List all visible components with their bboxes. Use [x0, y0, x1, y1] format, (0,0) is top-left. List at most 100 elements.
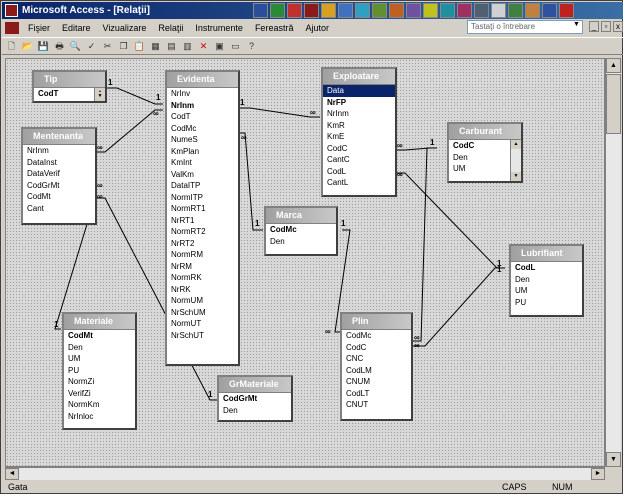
- app9-icon[interactable]: [525, 3, 540, 18]
- restore-button[interactable]: ▫: [601, 21, 611, 32]
- scroll-up-icon[interactable]: ▲: [606, 58, 621, 73]
- field[interactable]: CodMt: [68, 331, 93, 340]
- field[interactable]: NormZi: [68, 377, 95, 386]
- field[interactable]: ValKm: [171, 169, 194, 179]
- close-app-icon[interactable]: [559, 3, 574, 18]
- field[interactable]: CodL: [327, 166, 347, 176]
- field[interactable]: NumeS: [171, 135, 198, 144]
- app8-icon[interactable]: [508, 3, 523, 18]
- menu-item-ajutor[interactable]: Ajutor: [305, 22, 329, 33]
- scrollbar[interactable]: [510, 140, 521, 181]
- table-title[interactable]: Lubrifiant: [511, 246, 582, 261]
- app10-icon[interactable]: [542, 3, 557, 18]
- field[interactable]: UM: [515, 286, 528, 295]
- show-table-icon[interactable]: ▦: [151, 40, 160, 51]
- preview-icon[interactable]: 🔍: [69, 40, 82, 51]
- close-button[interactable]: x: [613, 21, 623, 32]
- horizontal-scrollbar[interactable]: ◄ ►: [5, 467, 605, 480]
- field[interactable]: KmPlan: [171, 146, 200, 156]
- delete-icon[interactable]: ✕: [199, 40, 208, 51]
- field[interactable]: NrInm: [171, 100, 195, 110]
- field[interactable]: NrRT1: [171, 215, 195, 225]
- field[interactable]: NrRK: [171, 284, 191, 294]
- outlook-icon[interactable]: [338, 3, 353, 18]
- table-materiale[interactable]: Materiale CodMt Den UM PU NormZi VerifZi…: [62, 312, 137, 430]
- app7-icon[interactable]: [491, 3, 506, 18]
- field[interactable]: CNC: [346, 354, 364, 363]
- field[interactable]: NrInm: [327, 109, 349, 118]
- menu-item-relatii[interactable]: Relaţii: [158, 22, 184, 33]
- save-icon[interactable]: 💾: [37, 40, 50, 51]
- show-all-icon[interactable]: ▥: [183, 40, 192, 51]
- table-title[interactable]: Exploatare: [323, 69, 395, 84]
- table-carburant[interactable]: Carburant CodC Den UM: [447, 122, 523, 183]
- paste-icon[interactable]: 📋: [133, 40, 146, 51]
- open-icon[interactable]: 📂: [21, 40, 34, 51]
- field[interactable]: CodL: [515, 263, 536, 272]
- menu-item-vizualizare[interactable]: Vizualizare: [102, 22, 147, 33]
- field[interactable]: DataITP: [171, 181, 201, 190]
- app5-icon[interactable]: [457, 3, 472, 18]
- scrollbar[interactable]: [94, 88, 105, 101]
- field[interactable]: CodT: [38, 89, 59, 98]
- field[interactable]: Den: [270, 236, 285, 246]
- field[interactable]: NormRT2: [171, 227, 206, 236]
- table-title[interactable]: Carburant: [449, 124, 521, 139]
- field[interactable]: NrFP: [327, 97, 347, 107]
- field[interactable]: NrRT2: [171, 238, 195, 248]
- field[interactable]: NormRT1: [171, 204, 206, 213]
- app3-icon[interactable]: [423, 3, 438, 18]
- table-grmateriale[interactable]: GrMateriale CodGrMt Den: [217, 375, 293, 422]
- field[interactable]: NormITP: [171, 192, 203, 202]
- field[interactable]: NrInloc: [68, 411, 94, 421]
- field[interactable]: KmR: [327, 120, 345, 130]
- access-icon[interactable]: [304, 3, 319, 18]
- scroll-thumb[interactable]: [606, 74, 621, 134]
- table-plin[interactable]: Plin CodMc CodC CNC CodLM CNUM CodLT CNU…: [340, 312, 413, 421]
- field[interactable]: UM: [68, 354, 81, 363]
- field[interactable]: CantL: [327, 178, 349, 187]
- field-selected[interactable]: Data: [323, 85, 395, 97]
- field[interactable]: NrSchUT: [171, 330, 204, 340]
- field[interactable]: PU: [515, 297, 527, 307]
- new-icon[interactable]: 🗋: [7, 40, 16, 51]
- app2-icon[interactable]: [406, 3, 421, 18]
- spell-icon[interactable]: ✓: [87, 40, 96, 51]
- tool-icon[interactable]: [372, 3, 387, 18]
- field[interactable]: NormUT: [171, 319, 202, 328]
- minimize-button[interactable]: _: [589, 21, 599, 32]
- table-title[interactable]: Plin: [342, 314, 411, 329]
- chevron-down-icon[interactable]: ▼: [573, 21, 580, 28]
- scroll-right-icon[interactable]: ►: [591, 468, 605, 480]
- field[interactable]: DataVerif: [27, 169, 60, 178]
- table-marca[interactable]: Marca CodMc Den: [264, 206, 338, 256]
- field[interactable]: CodT: [171, 112, 191, 121]
- field[interactable]: CodC: [346, 342, 367, 352]
- field[interactable]: CodMc: [346, 331, 372, 340]
- field[interactable]: CantC: [327, 155, 350, 164]
- cut-icon[interactable]: ✂: [103, 40, 112, 51]
- ie-icon[interactable]: [355, 3, 370, 18]
- field[interactable]: NormRM: [171, 250, 203, 259]
- field[interactable]: DataInst: [27, 157, 57, 167]
- field[interactable]: Cant: [27, 203, 44, 213]
- field[interactable]: UM: [453, 164, 466, 173]
- field[interactable]: KmE: [327, 132, 345, 141]
- vertical-scrollbar[interactable]: ▲ ▼: [605, 58, 621, 467]
- menu-item-fereastra[interactable]: Fereastră: [254, 22, 294, 33]
- help-icon[interactable]: ?: [248, 40, 254, 51]
- field[interactable]: NormRK: [171, 273, 202, 282]
- field[interactable]: NrInv: [171, 89, 191, 98]
- menu-item-instrumente[interactable]: Instrumente: [195, 22, 243, 33]
- scroll-down-icon[interactable]: ▼: [606, 452, 621, 467]
- field[interactable]: NormUM: [171, 296, 203, 305]
- field[interactable]: Den: [68, 342, 83, 352]
- field[interactable]: Den: [453, 152, 468, 162]
- field[interactable]: PU: [68, 365, 80, 375]
- app-icon[interactable]: [389, 3, 404, 18]
- table-evidenta[interactable]: Evidenta NrInv NrInm CodT CodMc NumeS Km…: [165, 70, 240, 366]
- table-title[interactable]: Mentenanta: [23, 129, 95, 144]
- field[interactable]: NrRM: [171, 261, 192, 271]
- field[interactable]: CodGrMt: [27, 180, 60, 190]
- table-title[interactable]: Materiale: [64, 314, 135, 329]
